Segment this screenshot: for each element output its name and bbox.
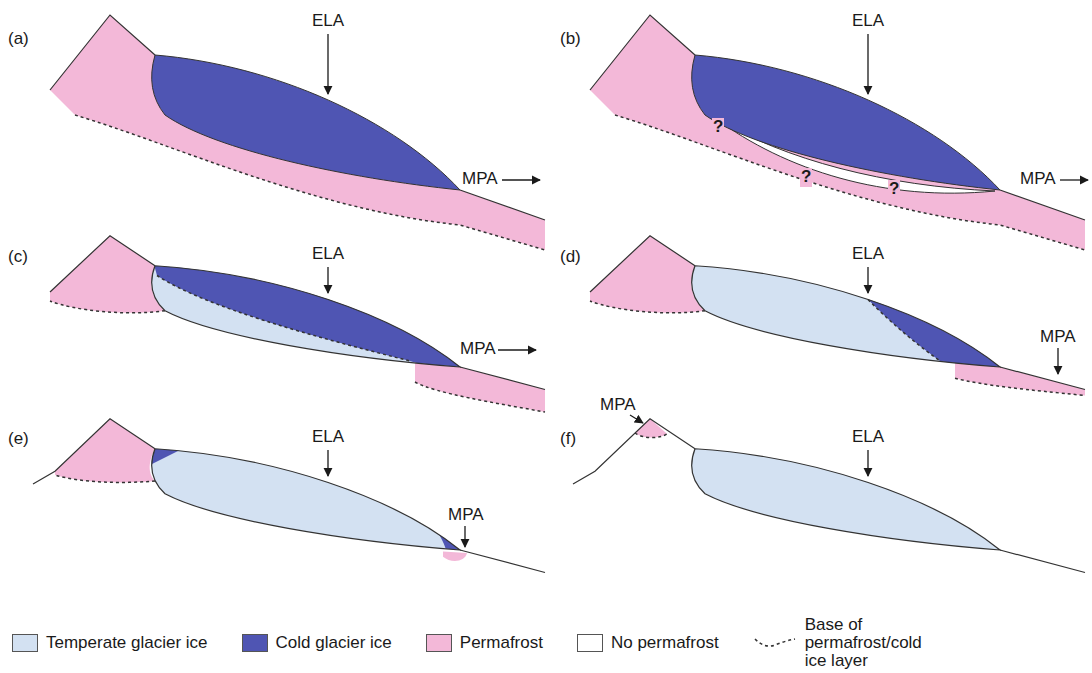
legend-item: Permafrost bbox=[426, 633, 543, 653]
legend-text: Cold glacier ice bbox=[276, 633, 392, 653]
legend-item: No permafrost bbox=[577, 633, 719, 653]
legend-text: No permafrost bbox=[611, 633, 719, 653]
legend: Temperate glacier ice Cold glacier ice Per… bbox=[12, 616, 964, 670]
question-mark: ? bbox=[712, 118, 724, 137]
panel-letter: (b) bbox=[560, 30, 581, 49]
panel-a bbox=[50, 15, 545, 250]
legend-item: Temperate glacier ice bbox=[12, 633, 208, 653]
ela-label: ELA bbox=[852, 428, 884, 447]
ela-label: ELA bbox=[312, 428, 344, 447]
mpa-label: MPA bbox=[1020, 170, 1056, 189]
dashed-line-sample bbox=[753, 633, 797, 653]
panel-letter: (f) bbox=[560, 430, 576, 449]
mpa-label: MPA bbox=[448, 506, 484, 525]
legend-swatch bbox=[12, 634, 38, 652]
legend-item: Cold glacier ice bbox=[242, 633, 392, 653]
legend-text: Permafrost bbox=[460, 633, 543, 653]
mpa-label: MPA bbox=[460, 340, 496, 359]
mpa-label: MPA bbox=[600, 396, 636, 415]
panel-f bbox=[573, 419, 1085, 573]
question-mark: ? bbox=[888, 180, 900, 199]
panel-letter: (e) bbox=[8, 430, 29, 449]
legend-swatch bbox=[426, 634, 452, 652]
panel-letter: (a) bbox=[8, 30, 29, 49]
ela-label: ELA bbox=[312, 12, 344, 31]
panel-d bbox=[590, 232, 1085, 396]
legend-text: Base of permafrost/cold ice layer bbox=[805, 616, 930, 670]
panel-letter: (d) bbox=[560, 248, 581, 267]
mpa-label: MPA bbox=[462, 170, 498, 189]
ela-label: ELA bbox=[852, 12, 884, 31]
legend-item: Base of permafrost/cold ice layer bbox=[753, 616, 930, 670]
legend-text: Temperate glacier ice bbox=[46, 633, 208, 653]
panel-e bbox=[33, 415, 545, 573]
panel-b bbox=[590, 15, 1085, 250]
question-mark: ? bbox=[800, 168, 812, 187]
legend-swatch bbox=[242, 634, 268, 652]
legend-swatch bbox=[577, 634, 603, 652]
ela-label: ELA bbox=[852, 245, 884, 264]
arrows bbox=[328, 34, 1088, 547]
ela-label: ELA bbox=[312, 245, 344, 264]
panel-letter: (c) bbox=[8, 248, 28, 267]
mpa-label: MPA bbox=[1040, 328, 1076, 347]
panel-c bbox=[50, 232, 545, 412]
